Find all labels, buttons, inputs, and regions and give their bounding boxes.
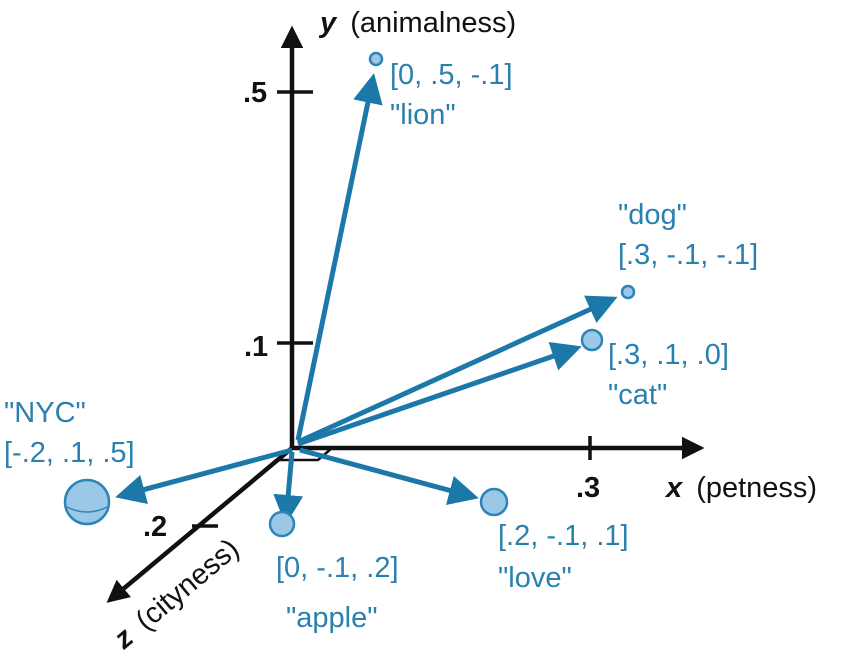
vector-love bbox=[299, 447, 509, 517]
z-axis-label: (cityness) bbox=[130, 533, 246, 637]
vector-cat-point bbox=[580, 328, 604, 352]
y-axis-label: (animalness) bbox=[350, 7, 516, 39]
vector-lion-word: "lion" bbox=[390, 99, 456, 131]
vector-apple-point bbox=[268, 510, 296, 538]
z-axis bbox=[106, 446, 294, 603]
vector-love-word: "love" bbox=[498, 562, 572, 594]
vector-dog bbox=[296, 284, 636, 445]
vector-nyc-point bbox=[63, 478, 111, 526]
vector-lion-arrow bbox=[295, 73, 383, 441]
x-axis-label: (petness) bbox=[696, 472, 817, 504]
y-axis-letter: y bbox=[318, 7, 338, 39]
vector-nyc bbox=[63, 447, 293, 526]
axes bbox=[106, 25, 705, 603]
vector-cat-word: "cat" bbox=[608, 379, 667, 411]
vector-love-arrow bbox=[299, 447, 479, 505]
vector-apple bbox=[268, 451, 304, 538]
vector-apple-word: "apple" bbox=[286, 602, 378, 634]
vector-cat bbox=[297, 328, 604, 447]
vector-nyc-coords: [-.2, .1, .5] bbox=[4, 437, 135, 469]
x-tick-label: .3 bbox=[576, 472, 600, 504]
vector-cat-arrow bbox=[297, 341, 582, 447]
z-axis-title: z (cityness) bbox=[107, 533, 245, 656]
z-axis-letter: z bbox=[107, 621, 140, 656]
vector-apple-coords: [0, -.1, .2] bbox=[276, 552, 399, 584]
vector-nyc-arrow bbox=[115, 447, 293, 505]
vector-lion-point bbox=[368, 51, 384, 67]
vector-love-point bbox=[479, 487, 509, 517]
vector-love-coords: [.2, -.1, .1] bbox=[498, 520, 629, 552]
vector-apple-arrow bbox=[273, 451, 304, 525]
z-tick-label: .2 bbox=[143, 511, 167, 543]
x-axis-letter: x bbox=[664, 472, 684, 504]
vector-dog-point bbox=[620, 284, 636, 300]
y-axis-title: y (animalness) bbox=[318, 7, 516, 39]
vector-nyc-point-shading bbox=[66, 506, 108, 513]
y-tick-label-top: .5 bbox=[243, 77, 267, 109]
vector-lion-coords: [0, .5, -.1] bbox=[390, 59, 513, 91]
vector-nyc-word: "NYC" bbox=[4, 397, 86, 429]
vector-cat-coords: [.3, .1, .0] bbox=[608, 339, 729, 371]
x-axis-title: x (petness) bbox=[664, 472, 817, 504]
vector-dog-coords: [.3, -.1, -.1] bbox=[618, 239, 758, 271]
y-tick-label-mid: .1 bbox=[244, 331, 268, 363]
vector-dog-arrow bbox=[296, 295, 618, 445]
vector-dog-word: "dog" bbox=[618, 199, 687, 231]
vector-lion bbox=[295, 51, 384, 441]
